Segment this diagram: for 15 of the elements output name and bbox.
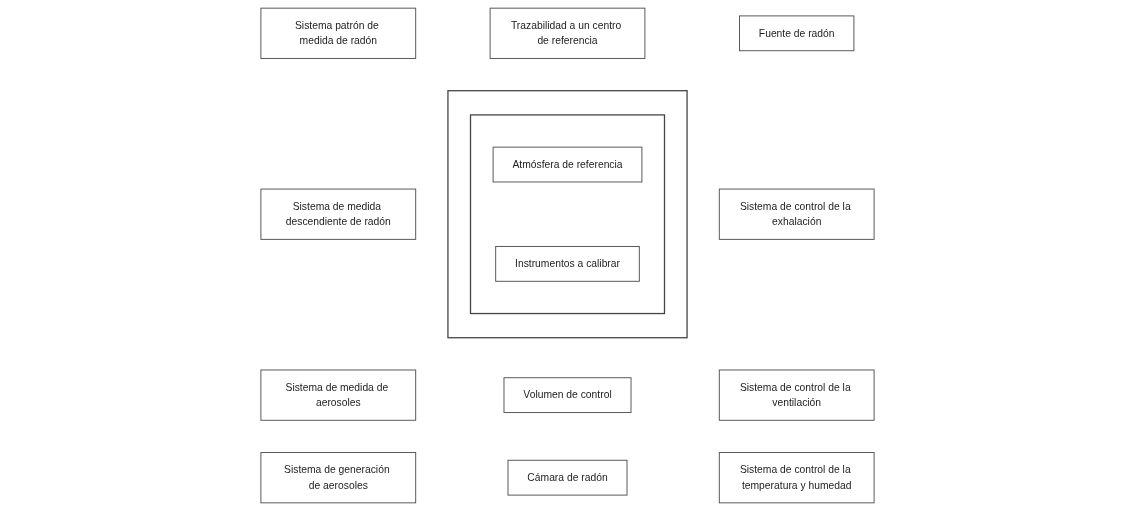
- node-box: Sistema de medida descendiente de radón: [260, 188, 417, 240]
- node-box: Sistema de medida de aerosoles: [260, 369, 417, 421]
- cluster: [469, 114, 666, 315]
- node-box: Volumen de control: [503, 377, 632, 414]
- node-box: Sistema de control de la ventilación: [718, 369, 875, 421]
- node-box: Sistema de control de la temperatura y humedad: [718, 452, 875, 504]
- node-box: Sistema de control de la exhalación: [718, 188, 875, 240]
- node-box: Atmósfera de referencia: [492, 146, 643, 183]
- node-box: Cámara de radón: [507, 459, 628, 496]
- cluster: [447, 90, 688, 339]
- node-box: Instrumentos a calibrar: [495, 246, 640, 282]
- node-box: Sistema de generación de aerosoles: [260, 452, 417, 504]
- node-box: Trazabilidad a un centro de referencia: [489, 7, 646, 59]
- node-box: Fuente de radón: [739, 15, 855, 52]
- node-box: Sistema patrón de medida de radón: [260, 7, 417, 59]
